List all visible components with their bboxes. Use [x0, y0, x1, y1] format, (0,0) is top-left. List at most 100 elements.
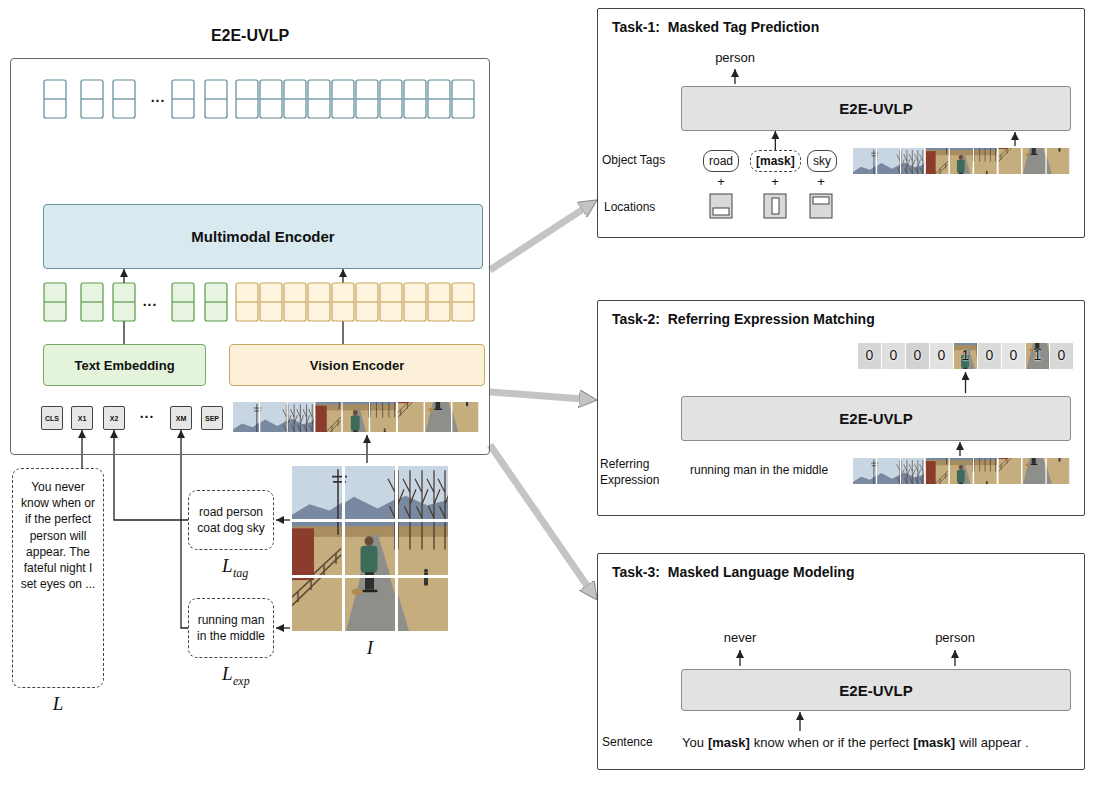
image-patch [913, 199, 915, 204]
image-patch [959, 490, 966, 491]
image-patch [853, 176, 921, 181]
image-patch [272, 458, 277, 468]
math-symbol: L [53, 693, 64, 715]
image-patch [986, 171, 988, 173]
image-patch [912, 507, 914, 509]
image-patch [886, 197, 890, 206]
image-patch [856, 458, 926, 536]
image-patch [331, 426, 332, 432]
image-patch [1001, 445, 1023, 472]
image-cell [438, 476, 451, 552]
match-cells [930, 343, 953, 369]
input-embeddings [81, 283, 103, 321]
image-cell [364, 546, 381, 573]
box-label: road person coat dog sky [194, 504, 268, 536]
image-patch [254, 404, 260, 439]
image-patch [884, 186, 892, 199]
image-patch [912, 199, 914, 204]
image-cell [424, 476, 437, 552]
input-embeddings [404, 283, 426, 321]
box-label: Vision Encoder [310, 358, 404, 373]
image-cell [361, 549, 378, 576]
image-patch [318, 406, 329, 434]
image-patch [430, 408, 436, 412]
image-patch [1032, 455, 1036, 464]
math-symbol: I [367, 637, 373, 659]
box-label: CLS [45, 415, 59, 422]
image-patch [399, 387, 424, 418]
image-cell [1029, 348, 1034, 351]
image-patch [318, 389, 396, 406]
image-cell [358, 549, 375, 576]
input-embeddings [380, 301, 402, 302]
tag-input-box: road person coat dog sky [188, 490, 274, 550]
image-patch [353, 439, 361, 441]
input-embeddings [113, 301, 135, 302]
image-patch [910, 509, 912, 514]
image-patch [345, 438, 351, 442]
output-embeddings [356, 80, 378, 118]
image-patch [856, 148, 926, 226]
image-cell [295, 472, 448, 631]
image-patch [298, 458, 300, 460]
image-patch [856, 473, 924, 488]
image-patch [934, 485, 935, 490]
output-embeddings [284, 80, 306, 118]
image-patch [855, 148, 923, 226]
image-patch [236, 434, 314, 440]
sentence-word: You [682, 735, 704, 750]
image-patch [873, 460, 878, 491]
image-patch [1023, 128, 1050, 174]
image-patch [875, 499, 876, 504]
image-patch [1001, 155, 1002, 160]
input-embeddings [205, 301, 227, 302]
output-embeddings [452, 80, 474, 118]
image-patch [856, 497, 878, 524]
output-embeddings [81, 98, 103, 99]
image-cell [939, 370, 940, 375]
row-label: Locations [604, 200, 655, 214]
box-label: Task-1: Masked Tag Prediction [612, 19, 819, 35]
image-patch [402, 410, 403, 416]
arrow-line [276, 627, 290, 628]
image-patch [1056, 455, 1058, 457]
location-icons [764, 194, 786, 218]
image-patch [268, 469, 276, 471]
image-cell [295, 469, 445, 528]
image-cell [313, 579, 315, 590]
image-patch [855, 207, 856, 212]
image-patch [937, 175, 938, 180]
image-cell [365, 536, 374, 546]
image-patch [403, 410, 404, 416]
input-embeddings [81, 301, 103, 302]
image-patch [233, 436, 244, 464]
image-patch [913, 509, 915, 514]
image-patch [943, 479, 944, 484]
image-cell [310, 579, 312, 590]
input-embeddings [172, 283, 194, 321]
output-embeddings [356, 98, 378, 99]
input-embeddings [308, 301, 330, 302]
input-embeddings [452, 283, 474, 321]
image-patch [318, 404, 396, 410]
image-patch [262, 439, 293, 492]
image-patch [885, 491, 889, 496]
image-patch [870, 195, 871, 200]
image-patch [898, 460, 904, 497]
output-embeddings [172, 80, 194, 118]
image-patch [929, 122, 999, 200]
input-embeddings [205, 283, 227, 321]
image-patch [929, 447, 997, 462]
match-score: 0 [890, 347, 898, 363]
image-cell [329, 567, 331, 578]
location-icons [810, 194, 832, 218]
image-cell [338, 472, 350, 535]
image-patch [915, 150, 921, 187]
image-patch [244, 463, 245, 469]
box-label: road [709, 154, 733, 168]
image-patch [886, 186, 894, 199]
image-patch [888, 181, 892, 186]
image-patch [1057, 145, 1059, 147]
image-patch [1056, 145, 1058, 147]
